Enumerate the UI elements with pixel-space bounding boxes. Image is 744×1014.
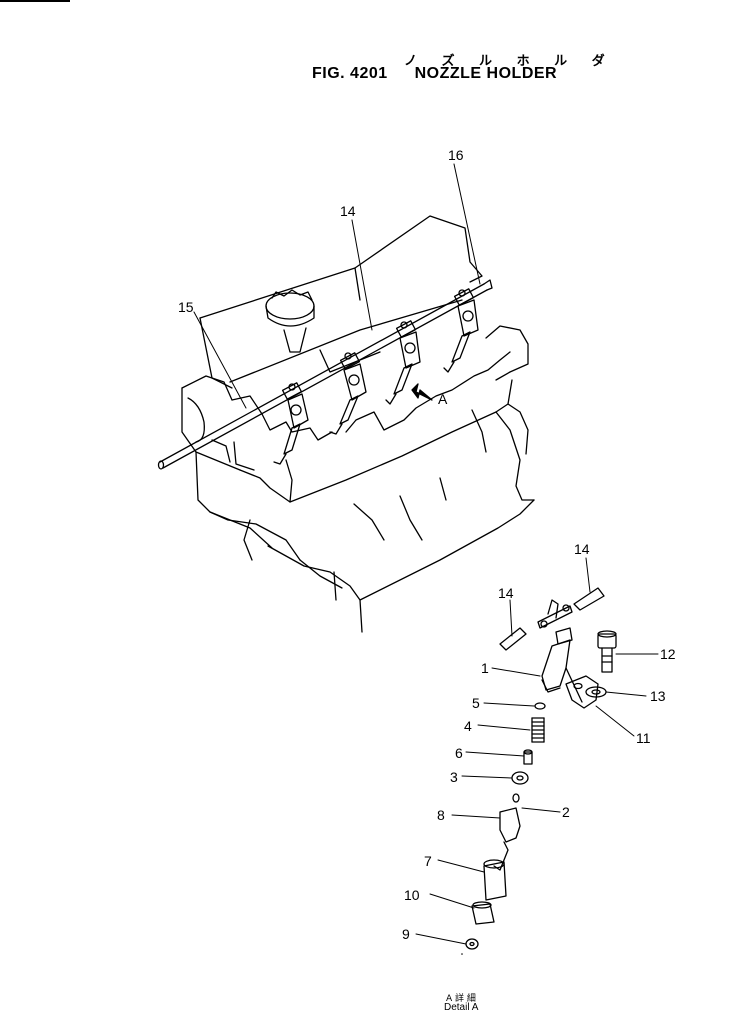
pin	[512, 793, 520, 803]
callout-8: 8	[437, 807, 445, 823]
callout-1: 1	[481, 660, 489, 676]
figure-code: FIG. 4201	[312, 65, 388, 82]
callout-14-right: 14	[574, 541, 590, 557]
callout-7: 7	[424, 853, 432, 869]
injector	[329, 352, 367, 435]
japanese-title: ノ ズ ル ホ ル ダ	[404, 54, 615, 69]
detail-caption-japanese: A 詳 細	[446, 994, 476, 1004]
clamp	[565, 675, 599, 709]
nozzle-tip	[499, 807, 521, 843]
view-arrow-label: A	[438, 391, 448, 407]
injector	[443, 288, 479, 373]
sleeve	[483, 861, 507, 901]
spring	[531, 717, 545, 743]
callout-6: 6	[455, 745, 463, 761]
callout-11: 11	[636, 730, 651, 746]
injector	[385, 320, 421, 405]
ring	[534, 702, 546, 710]
view-arrow-icon	[411, 383, 433, 401]
callout-4: 4	[464, 718, 472, 734]
engine-injectors	[273, 288, 479, 465]
injector	[273, 382, 309, 465]
callout-12: 12	[660, 646, 676, 662]
hose-left	[499, 627, 527, 651]
callout-13: 13	[650, 688, 666, 704]
figure-title: FIG. 4201 NOZZLE HOLDER	[312, 65, 557, 83]
detail-leaders	[415, 557, 659, 945]
nozzle-holder-body	[541, 639, 571, 691]
o-ring-seal	[471, 903, 495, 925]
figure-name: NOZZLE HOLDER	[414, 65, 558, 82]
callout-10: 10	[404, 887, 420, 903]
engine-block	[181, 215, 535, 633]
callout-14-left: 14	[498, 585, 514, 601]
callout-5: 5	[472, 695, 480, 711]
leak-pipe	[157, 279, 493, 470]
detail-a-exploded-view	[465, 587, 617, 950]
detail-caption: Detail A	[444, 1002, 479, 1013]
callout-16: 16	[448, 147, 464, 163]
upper-leaders	[193, 163, 481, 409]
corner-rule	[0, 0, 70, 2]
callout-9: 9	[402, 926, 410, 942]
callout-15: 15	[178, 299, 194, 315]
hose-right	[573, 587, 605, 611]
shim	[523, 751, 533, 765]
bolt-head	[597, 633, 617, 649]
callout-3: 3	[450, 769, 458, 785]
callout-2: 2	[562, 804, 570, 820]
retaining-nut	[511, 771, 529, 785]
callout-14-top: 14	[340, 203, 356, 219]
gasket	[465, 938, 479, 950]
